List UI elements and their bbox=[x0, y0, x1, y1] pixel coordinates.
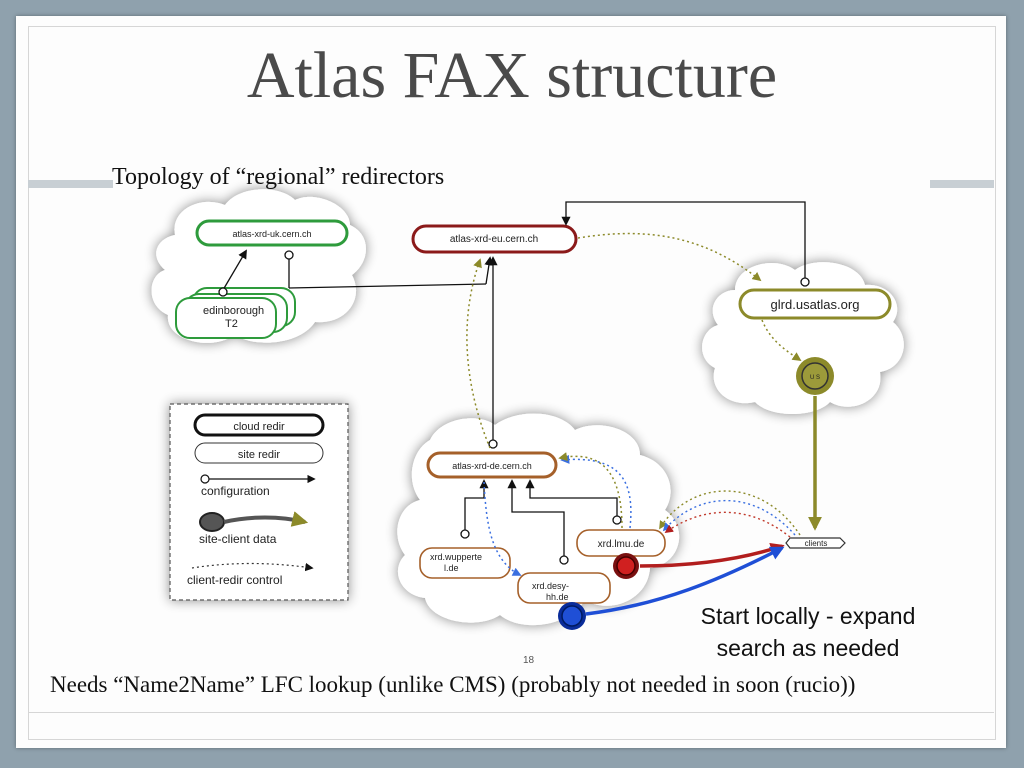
eu-to-glrd-dotted bbox=[577, 232, 762, 282]
desy-label: xrd.desy-hh.de bbox=[532, 581, 569, 602]
edinborough-to-uk-arrow bbox=[222, 249, 247, 291]
uk-to-eu-arrow bbox=[288, 283, 487, 289]
edinborough-node bbox=[175, 297, 277, 339]
us-badge-inner bbox=[801, 362, 829, 390]
lmu-to-de-blue-dotted bbox=[560, 454, 632, 529]
clients-group: clients bbox=[585, 490, 846, 616]
desy-node bbox=[517, 572, 611, 604]
legend-client-redir-label: client-redir control bbox=[187, 573, 282, 587]
eu-cluster: atlas-xrd-eu.cern.ch bbox=[411, 201, 810, 449]
desy-config-arrow bbox=[507, 479, 565, 556]
legend-site-client-dot bbox=[199, 512, 225, 532]
glrd-config-line bbox=[561, 201, 806, 278]
slide-border bbox=[28, 26, 996, 740]
eu-incoming-arrow bbox=[484, 256, 494, 285]
legend: cloud redir site redir configuration sit… bbox=[169, 403, 349, 601]
lmu-to-clients-data bbox=[639, 542, 785, 568]
us-cluster: glrd.usatlas.org U S bbox=[738, 288, 892, 531]
de-to-eu-dotted bbox=[466, 258, 491, 449]
title-rule-left bbox=[28, 180, 113, 188]
legend-configuration-dot bbox=[200, 474, 210, 484]
desy-data-dot-inner bbox=[561, 605, 583, 627]
clients-label: clients bbox=[805, 539, 828, 548]
wuppertal-node bbox=[419, 547, 511, 579]
page-number: 18 bbox=[523, 655, 535, 666]
lmu-config-dot bbox=[612, 515, 622, 525]
legend-site-client-arrow bbox=[223, 511, 309, 527]
uk-config-dot bbox=[284, 250, 294, 260]
de-cloud-redir-node bbox=[426, 451, 558, 479]
title-rule-right bbox=[930, 180, 994, 188]
legend-site-client-label: site-client data bbox=[199, 532, 277, 546]
eu-cloud-redir-node bbox=[411, 224, 578, 254]
uk-cloud-redir-node bbox=[195, 219, 349, 247]
clients-to-lmu-red-dotted bbox=[664, 511, 791, 538]
desy-config-dot bbox=[559, 555, 569, 565]
clients-node bbox=[785, 537, 846, 549]
wuppertal-config-arrow bbox=[464, 479, 489, 530]
glrd-label: glrd.usatlas.org bbox=[771, 297, 860, 312]
bottom-note: Needs “Name2Name” LFC lookup (unlike CMS… bbox=[50, 672, 856, 697]
glrd-config-dot bbox=[800, 277, 810, 287]
lmu-config-arrow bbox=[525, 479, 618, 516]
clients-to-lmu-blue-dotted bbox=[662, 499, 796, 536]
wuppertal-blue-dotted bbox=[483, 481, 522, 576]
legend-site-redir-symbol bbox=[194, 442, 324, 464]
glrd-node bbox=[738, 288, 892, 320]
eu-cloud-redir-label: atlas-xrd-eu.cern.ch bbox=[450, 234, 538, 245]
wuppertal-config-dot bbox=[460, 529, 470, 539]
legend-cloud-redir-label: cloud redir bbox=[233, 421, 285, 433]
desy-to-clients-data bbox=[585, 546, 785, 616]
legend-site-redir-label: site redir bbox=[238, 449, 281, 461]
lmu-data-dot-inner bbox=[616, 556, 636, 576]
lmu-label: xrd.lmu.de bbox=[598, 539, 645, 550]
legend-cloud-redir-symbol bbox=[193, 413, 325, 437]
glrd-to-us-dotted bbox=[761, 319, 802, 361]
legend-configuration-label: configuration bbox=[201, 484, 270, 498]
us-badge-label: U S bbox=[810, 375, 820, 381]
edinborough-config-dot bbox=[218, 287, 228, 297]
slide-title: Atlas FAX structure bbox=[246, 39, 778, 112]
de-cloud-redir-label: atlas-xrd-de.cern.ch bbox=[452, 461, 532, 471]
footer-rule bbox=[28, 712, 994, 713]
de-config-dot bbox=[488, 439, 498, 449]
diagram-subtitle: Topology of “regional” redirectors bbox=[112, 164, 445, 190]
uk-cloud-redir-label: atlas-xrd-uk.cern.ch bbox=[232, 229, 311, 239]
